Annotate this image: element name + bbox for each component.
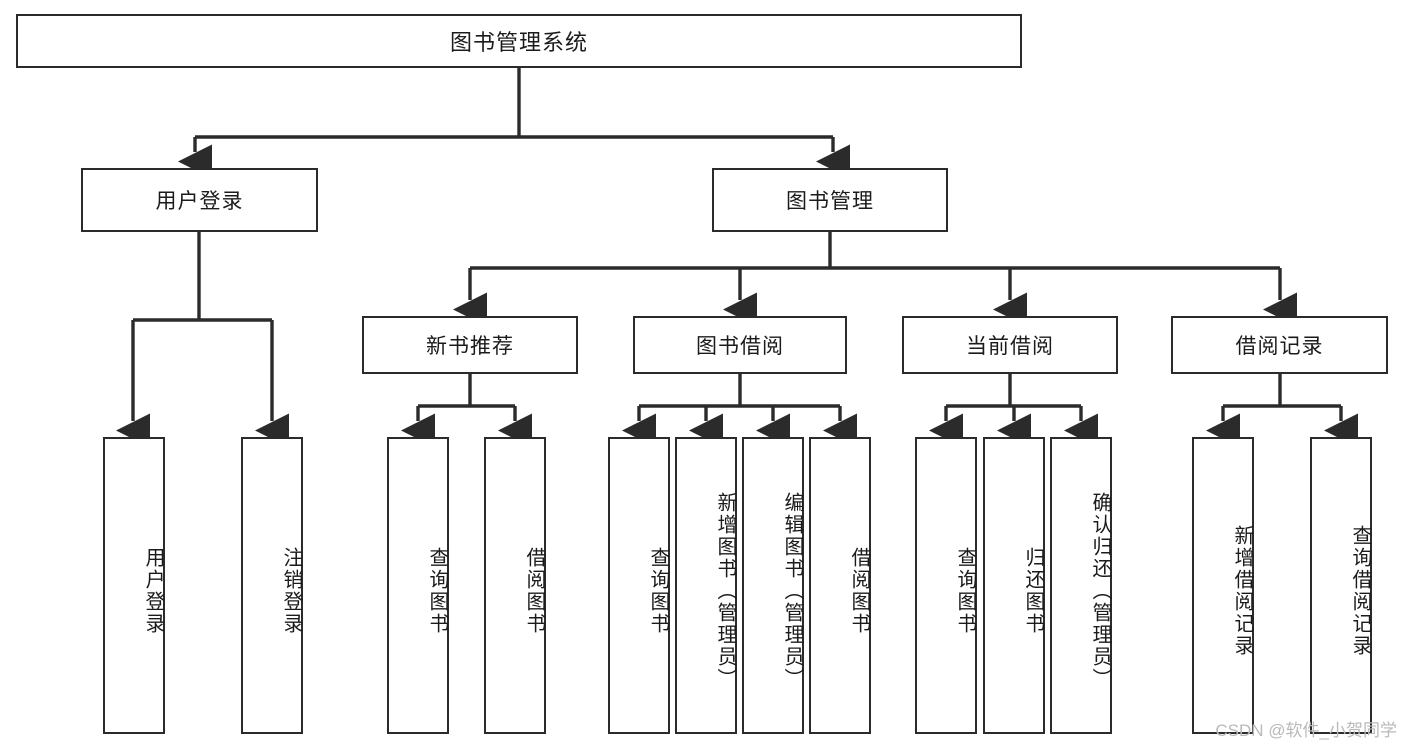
node-leaf-user-login[interactable]: 用户登录 xyxy=(103,437,165,734)
node-leaf-add-book-admin[interactable]: 新增图书（管理员） xyxy=(675,437,737,734)
node-root[interactable]: 图书管理系统 xyxy=(16,14,1022,68)
node-leaf-borrow-book-recommend-label: 借阅图书 xyxy=(523,546,545,635)
node-leaf-confirm-return-admin[interactable]: 确认归还（管理员） xyxy=(1050,437,1112,734)
node-new-book-recommend-label: 新书推荐 xyxy=(426,335,514,358)
watermark: CSDN @软件_小贺同学 xyxy=(1215,721,1397,740)
node-leaf-user-logout-label: 注销登录 xyxy=(280,546,302,635)
node-leaf-edit-book-admin[interactable]: 编辑图书（管理员） xyxy=(742,437,804,734)
node-leaf-query-book-recommend[interactable]: 查询图书 xyxy=(387,437,449,734)
node-leaf-query-book-borrow[interactable]: 查询图书 xyxy=(608,437,670,734)
node-borrow-record[interactable]: 借阅记录 xyxy=(1171,316,1388,374)
node-user-login-label: 用户登录 xyxy=(155,190,244,213)
node-leaf-query-book-current-label: 查询图书 xyxy=(954,546,976,635)
node-book-manage[interactable]: 图书管理 xyxy=(712,168,948,232)
node-user-login[interactable]: 用户登录 xyxy=(81,168,318,232)
node-book-manage-label: 图书管理 xyxy=(786,190,874,213)
node-leaf-confirm-return-admin-label: 确认归还（管理员） xyxy=(1089,491,1111,690)
node-leaf-user-logout[interactable]: 注销登录 xyxy=(241,437,303,734)
node-leaf-query-book-borrow-label: 查询图书 xyxy=(647,546,669,635)
node-borrow-record-label: 借阅记录 xyxy=(1235,335,1324,358)
node-current-borrow-label: 当前借阅 xyxy=(966,335,1054,358)
node-book-borrow[interactable]: 图书借阅 xyxy=(633,316,847,374)
node-leaf-query-book-recommend-label: 查询图书 xyxy=(426,546,448,635)
node-leaf-edit-book-admin-label: 编辑图书（管理员） xyxy=(781,491,803,690)
node-current-borrow[interactable]: 当前借阅 xyxy=(902,316,1118,374)
node-new-book-recommend[interactable]: 新书推荐 xyxy=(362,316,578,374)
node-leaf-borrow-book-label: 借阅图书 xyxy=(848,546,870,635)
node-leaf-query-borrow-record[interactable]: 查询借阅记录 xyxy=(1310,437,1372,734)
node-leaf-add-borrow-record[interactable]: 新增借阅记录 xyxy=(1192,437,1254,734)
node-leaf-borrow-book-recommend[interactable]: 借阅图书 xyxy=(484,437,546,734)
node-leaf-add-book-admin-label: 新增图书（管理员） xyxy=(714,491,736,690)
node-leaf-query-borrow-record-label: 查询借阅记录 xyxy=(1349,524,1371,657)
node-root-label: 图书管理系统 xyxy=(449,30,588,55)
node-leaf-user-login-label: 用户登录 xyxy=(142,546,164,635)
node-leaf-return-book[interactable]: 归还图书 xyxy=(983,437,1045,734)
node-leaf-add-borrow-record-label: 新增借阅记录 xyxy=(1231,524,1253,657)
node-leaf-return-book-label: 归还图书 xyxy=(1022,546,1044,635)
node-book-borrow-label: 图书借阅 xyxy=(696,335,784,358)
node-leaf-borrow-book[interactable]: 借阅图书 xyxy=(809,437,871,734)
node-leaf-query-book-current[interactable]: 查询图书 xyxy=(915,437,977,734)
